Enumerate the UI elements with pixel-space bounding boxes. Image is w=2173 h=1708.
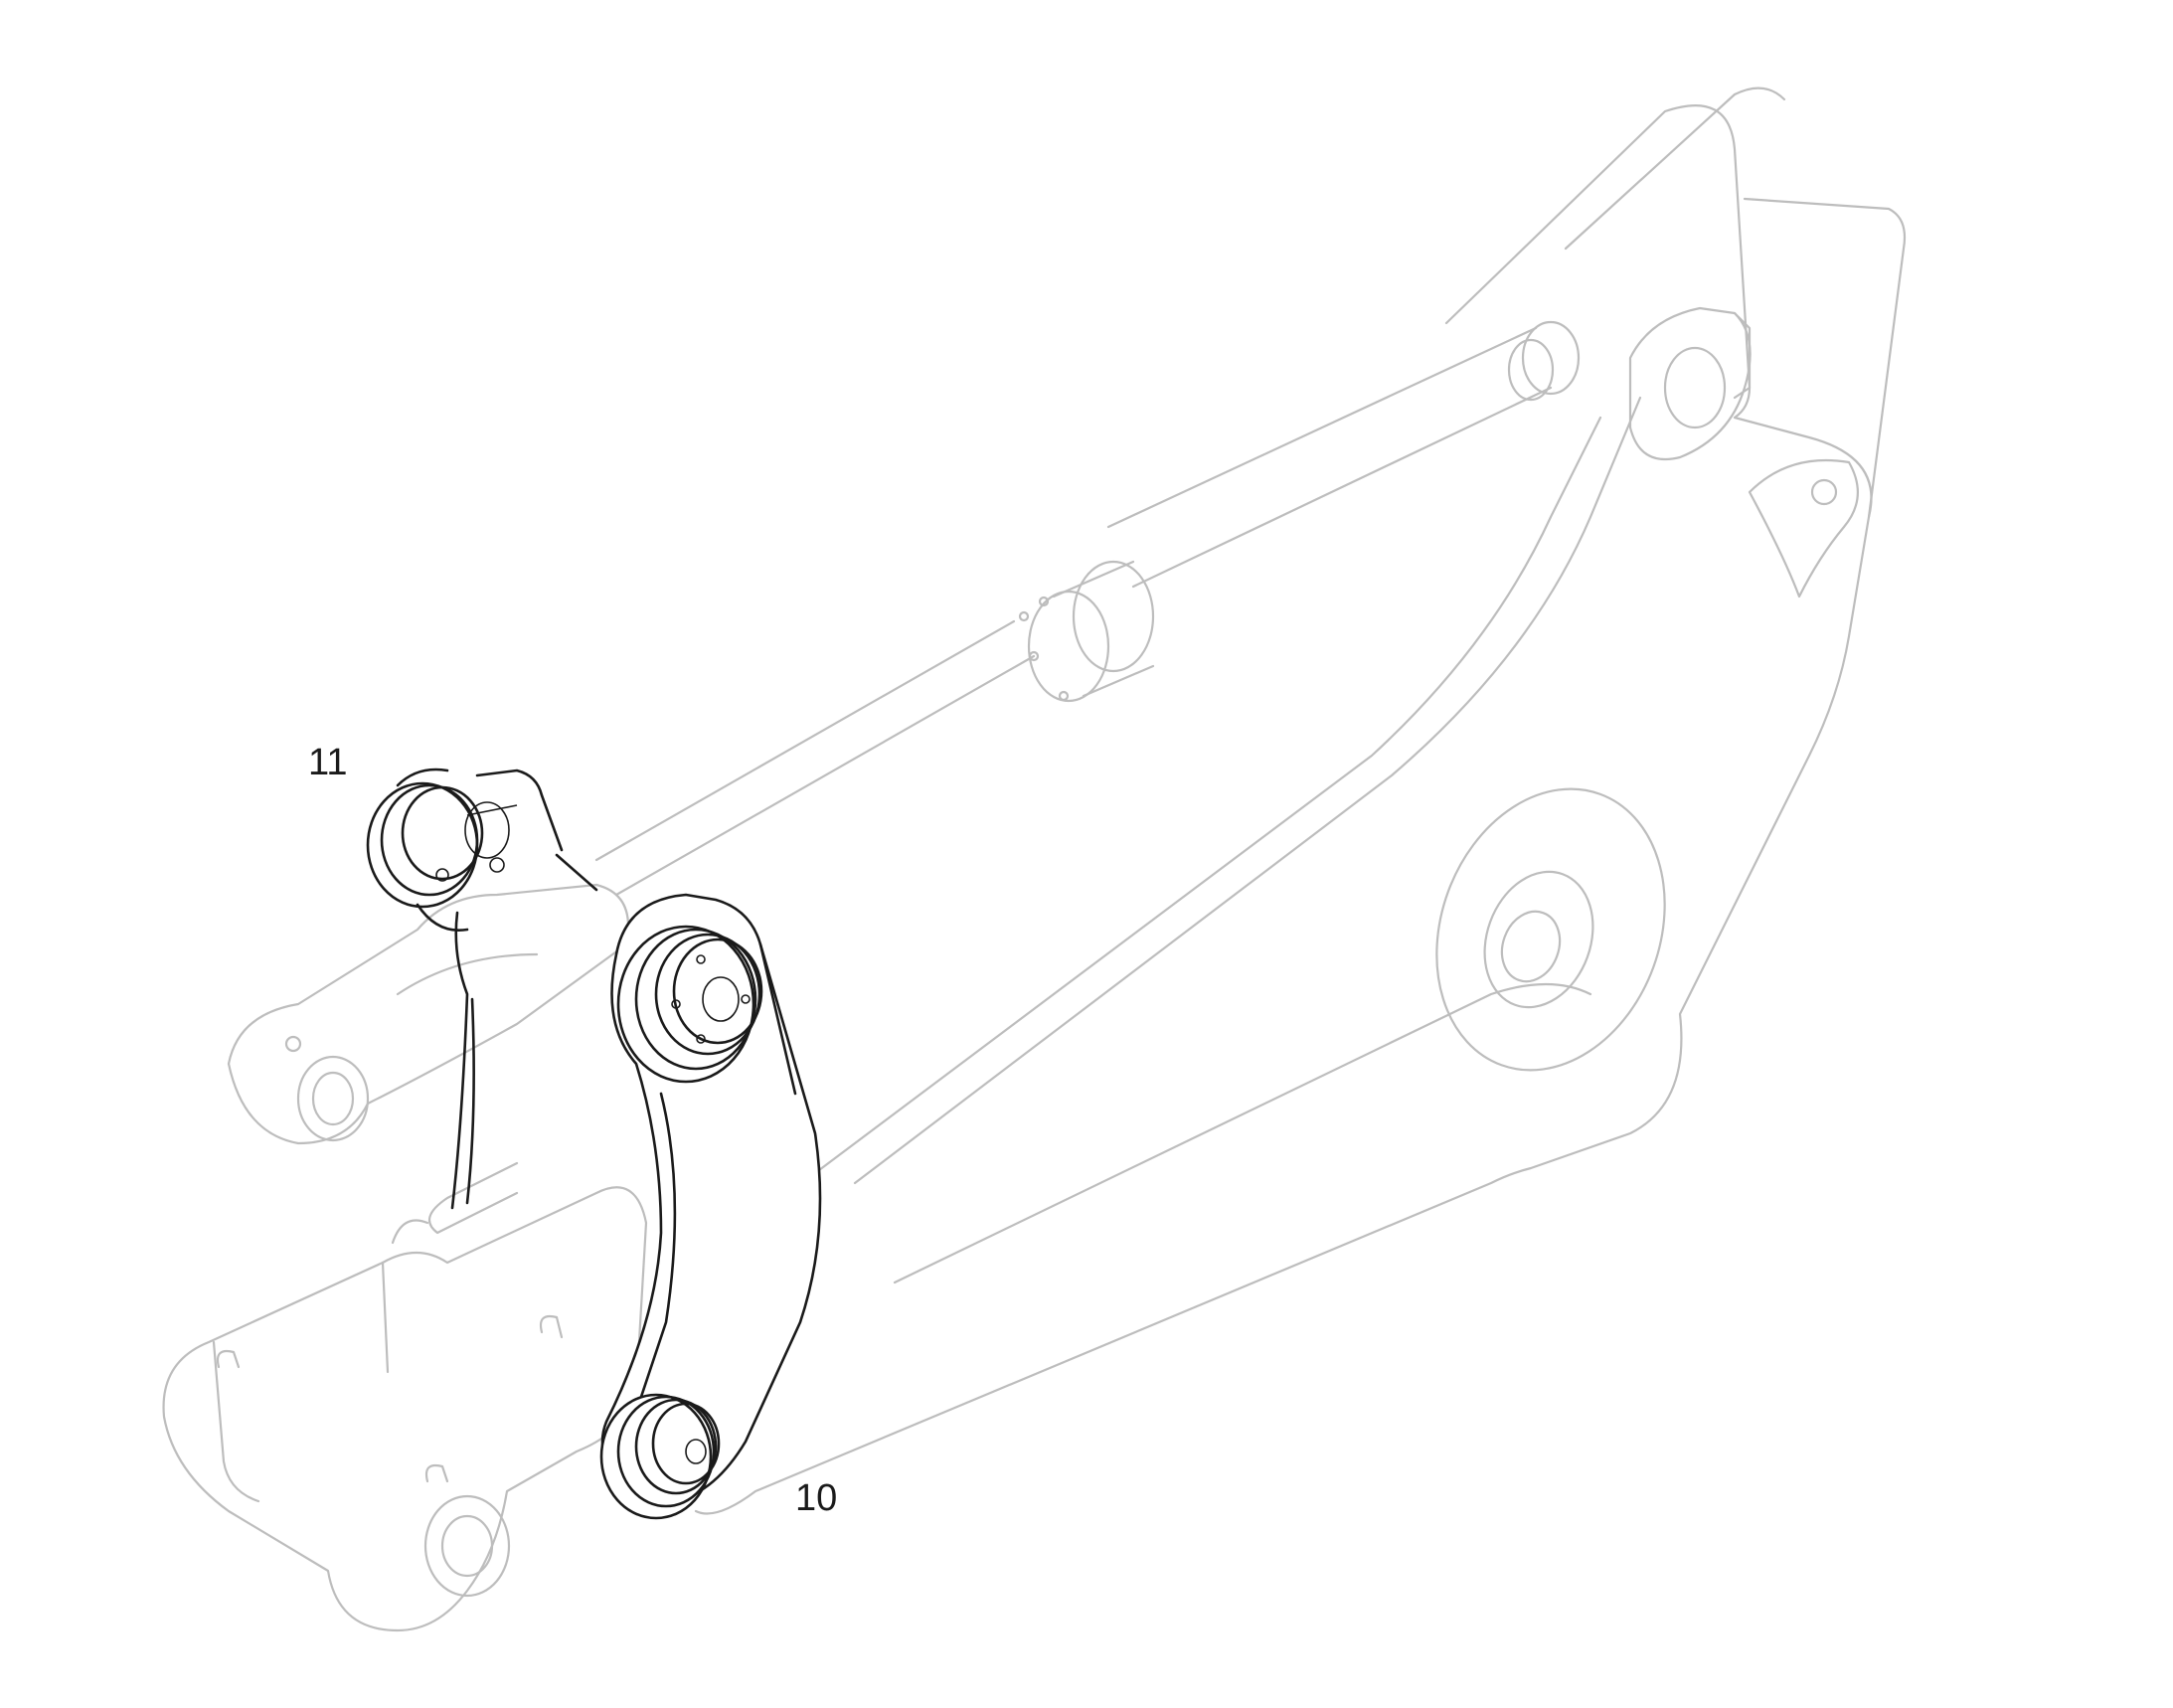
boom-arm-ghost	[694, 86, 1907, 1515]
lower-frame-ghost	[162, 1161, 648, 1632]
linkage-lever-ghost	[227, 883, 630, 1145]
part-11-pin-assembly[interactable]	[366, 768, 598, 1210]
callout-11: 11	[308, 742, 348, 783]
pivot-bore-ghost	[1435, 787, 1666, 1072]
part-10-curved-link[interactable]	[599, 893, 822, 1520]
cylinder-ghost	[594, 320, 1581, 897]
callout-10: 10	[795, 1477, 838, 1519]
top-bracket-ghost	[1628, 306, 1859, 598]
